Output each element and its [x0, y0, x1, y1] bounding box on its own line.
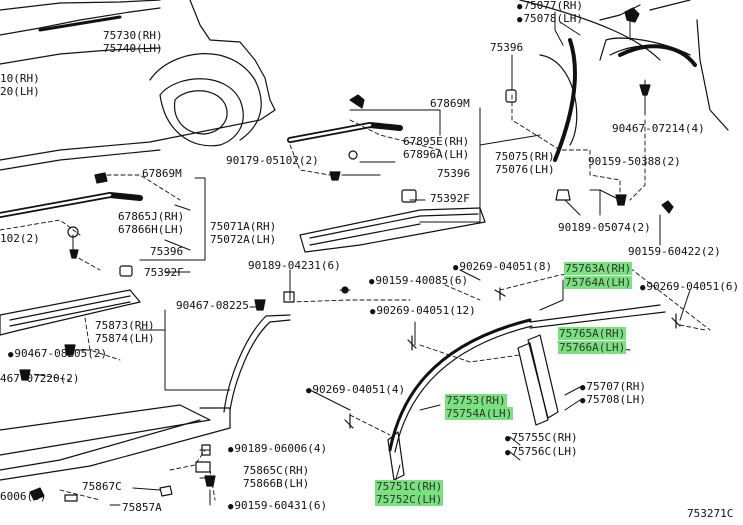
part-6006[interactable]: 6006(6): [0, 490, 47, 503]
part-75076[interactable]: 75076(LH): [495, 163, 555, 176]
part-010[interactable]: 10(RH): [0, 72, 40, 85]
part-67866h[interactable]: 67866H(LH): [118, 223, 185, 236]
part-75763a[interactable]: 75763A(RH): [564, 262, 633, 275]
part-90189-05074[interactable]: 90189-05074(2): [558, 221, 651, 234]
part-75873[interactable]: 75873(RH): [95, 319, 155, 332]
pillar-bracket: [223, 314, 291, 413]
part-75865c[interactable]: 75865C(RH): [243, 464, 310, 477]
part-90467-07214[interactable]: 90467-07214(4): [612, 122, 705, 135]
part-75764a[interactable]: 75764A(LH): [564, 276, 633, 289]
part-75071a[interactable]: 75071A(RH): [210, 220, 277, 233]
part-67869m-top[interactable]: 67869M: [430, 97, 470, 110]
part-102[interactable]: 102(2): [0, 232, 40, 245]
running-board: [0, 404, 231, 481]
part-90269-04051-4[interactable]: 90269-04051(4): [306, 384, 405, 397]
part-75077[interactable]: 75077(RH): [517, 0, 583, 13]
part-90159-60431[interactable]: 90159-60431(6): [228, 500, 327, 513]
part-90269-04051-8[interactable]: 90269-04051(8): [453, 261, 552, 274]
rocker-molding-upper: [299, 207, 486, 253]
part-90159-40085[interactable]: 90159-40085(6): [369, 275, 468, 288]
part-467-07220[interactable]: 467-07220(2): [0, 372, 80, 385]
part-75866b[interactable]: 75866B(LH): [243, 477, 310, 490]
part-75075[interactable]: 75075(RH): [495, 150, 555, 163]
rocker-molding-lower: [0, 289, 141, 336]
part-75755c[interactable]: 75755C(RH): [505, 432, 577, 445]
part-75867c[interactable]: 75867C: [82, 480, 122, 493]
part-67895e[interactable]: 67895E(RH): [403, 135, 470, 148]
part-75392f-left[interactable]: 75392F: [144, 266, 184, 279]
part-75857a[interactable]: 75857A: [122, 501, 162, 514]
diagram-id: 753271C: [687, 507, 734, 520]
part-75765a[interactable]: 75765A(RH): [558, 327, 627, 340]
part-75754a[interactable]: 75754A(LH): [445, 407, 514, 420]
part-75708[interactable]: 75708(LH): [580, 394, 646, 407]
part-75874[interactable]: 75874(LH): [95, 332, 155, 345]
part-75392f-mid[interactable]: 75392F: [430, 192, 470, 205]
window-frame-molding: [388, 304, 666, 453]
part-67869m-left[interactable]: 67869M: [142, 167, 182, 180]
part-90467-08225[interactable]: 90467-08225: [176, 299, 249, 312]
part-75707[interactable]: 75707(RH): [580, 381, 646, 394]
quarter-molding-strip: [287, 122, 403, 143]
vehicle-body-outline: [0, 0, 276, 171]
part-020[interactable]: 20(LH): [0, 85, 40, 98]
part-75756c[interactable]: 75756C(LH): [505, 446, 577, 459]
part-90189-04231[interactable]: 90189-04231(6): [248, 259, 341, 272]
part-90179-05102[interactable]: 90179-05102(2): [226, 154, 319, 167]
door-molding-strip: [0, 192, 143, 218]
leader-lines: [34, 11, 691, 506]
part-75753[interactable]: 75753(RH): [445, 394, 507, 407]
part-67896a[interactable]: 67896A(LH): [403, 148, 470, 161]
part-75751c[interactable]: 75751C(RH): [375, 480, 444, 493]
part-75766a[interactable]: 75766A(LH): [558, 341, 627, 354]
part-75078[interactable]: 75078(LH): [517, 13, 583, 26]
fastener-icons: [19, 7, 681, 502]
part-75740[interactable]: 75740(LH): [103, 42, 163, 55]
part-75396-mid[interactable]: 75396: [437, 167, 471, 180]
part-75396-left[interactable]: 75396: [150, 245, 184, 258]
part-75396-top[interactable]: 75396: [490, 41, 524, 54]
part-90159-60422[interactable]: 90159-60422(2): [628, 245, 721, 258]
part-90189-06006[interactable]: 90189-06006(4): [228, 443, 327, 456]
part-90159-50388[interactable]: 90159-50388(2): [588, 155, 681, 168]
part-90269-04051-12[interactable]: 90269-04051(12): [370, 305, 475, 318]
pillar-garnish: [387, 334, 559, 481]
part-75752c[interactable]: 75752C(LH): [375, 493, 444, 506]
part-67865j[interactable]: 67865J(RH): [118, 210, 185, 223]
part-90467-08205[interactable]: 90467-08205(2): [8, 348, 107, 361]
part-75072a[interactable]: 75072A(LH): [210, 233, 277, 246]
part-75730[interactable]: 75730(RH): [103, 29, 163, 42]
part-90269-04051-6[interactable]: 90269-04051(6): [640, 281, 739, 294]
